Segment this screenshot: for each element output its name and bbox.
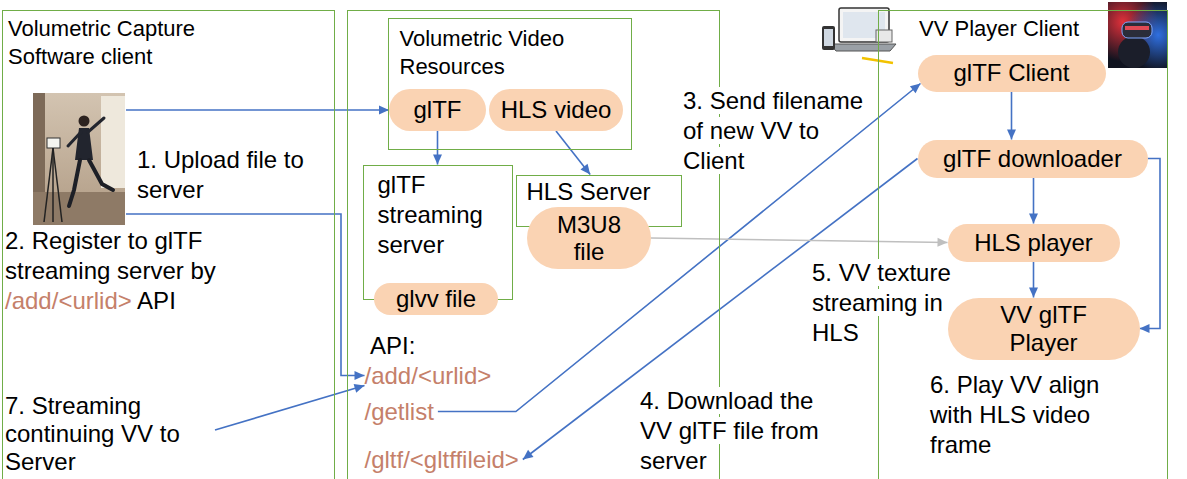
player-module: VV glTF Player [948, 298, 1140, 360]
connector-line [438, 84, 921, 412]
player-module: glTF Client [918, 55, 1106, 92]
player-module: HLS player [948, 224, 1120, 262]
resource-pill: glTF [389, 89, 486, 131]
node-text: HLS player [974, 229, 1093, 257]
player-module: glTF downloader [918, 140, 1148, 178]
arrow-head [1029, 288, 1038, 298]
label-block: 3. Send filename of new VV to Client [683, 86, 875, 176]
arrow-head [355, 371, 365, 380]
vr-headset-image [1108, 2, 1167, 68]
label-block: 7. Streaming continuing VV to Server [5, 392, 225, 476]
capture-photo [33, 93, 125, 225]
connector-line [215, 386, 365, 431]
server-box: glTF streaming serverglvv file [363, 165, 513, 300]
file-pill: M3U8 file [527, 207, 651, 269]
step-label: 1. Upload file to server [137, 146, 304, 203]
api-path: /add/<urlid> [365, 362, 492, 390]
flow-arrow [1029, 178, 1038, 224]
label-block: 6. Play VV align with HLS video frame [930, 370, 1140, 460]
label-block: 4. Download the VV glTF file from server [640, 386, 835, 476]
api-path: /getlist [365, 398, 434, 426]
node-text: HLS Server [527, 178, 651, 206]
flow-arrow [433, 131, 442, 165]
laptop-icon [822, 8, 896, 63]
file-pill: glvv file [374, 283, 498, 315]
node-text: glTF downloader [943, 145, 1122, 173]
step-label: 5. VV texture streaming in HLS [812, 259, 951, 346]
arrow-head [354, 384, 365, 393]
label-block: 5. VV texture streaming in HLS [812, 258, 957, 348]
step-label: 3. Send filename of new VV to Client [683, 87, 863, 174]
label-block: 2. Register to glTF streaming server by … [5, 226, 295, 316]
resource-pill: HLS video [489, 89, 623, 131]
connector-line [556, 131, 590, 175]
flow-arrow [1007, 92, 1016, 140]
flow-arrow [1029, 262, 1038, 298]
node-text: HLS video [501, 96, 612, 124]
node-text: M3U8 file [543, 211, 635, 265]
arrow-head [1140, 324, 1150, 333]
node-text: glTF [414, 96, 462, 124]
arrow-head [1007, 130, 1016, 140]
flow-arrow [126, 106, 389, 115]
arrow-head [433, 155, 442, 165]
arrow-head [1029, 214, 1038, 224]
node-text: VV glTF Player [982, 301, 1106, 357]
node-text: API: [370, 331, 415, 361]
node-text: /gltf/<gltffileid> [365, 446, 519, 474]
node-text: /add/<urlid> [365, 362, 492, 390]
server-box: HLS ServerM3U8 file [516, 175, 682, 227]
step-label: 2. Register to glTF streaming server by [5, 227, 216, 284]
arrow-head [580, 164, 590, 175]
flow-arrow [438, 84, 921, 412]
step-label: 4. Download the VV glTF file from server [640, 387, 819, 474]
node-text: /getlist [365, 398, 434, 426]
step-label: 6. Play VV align with HLS video frame [930, 371, 1099, 458]
flow-arrow [651, 238, 948, 247]
arrow-head [523, 450, 534, 460]
api-path: /gltf/<gltffileid> [365, 446, 519, 474]
step-label: /add/<urlid> [5, 287, 132, 314]
node-text: glTF streaming server [378, 170, 503, 260]
node-text: glTF Client [953, 59, 1069, 87]
node-text: Volumetric Video Resources [400, 25, 622, 81]
node-text: VV Player Client [919, 15, 1079, 43]
flow-arrow [556, 131, 590, 175]
step-label: API [137, 287, 176, 314]
node-text: Volumetric Capture Software client [8, 15, 248, 71]
connector-line [1140, 159, 1161, 329]
flow-arrow [1140, 159, 1161, 334]
arrow-head [937, 238, 947, 247]
connector-line [651, 238, 948, 243]
resources-box: Volumetric Video Resources glTF HLS video [388, 18, 632, 150]
label-block: 1. Upload file to server [137, 145, 337, 205]
connector-line [126, 109, 389, 111]
node-text: glvv file [396, 285, 476, 313]
arrow-head [910, 84, 921, 94]
flow-arrow [215, 384, 365, 430]
step-label: 7. Streaming continuing VV to Server [5, 392, 180, 475]
